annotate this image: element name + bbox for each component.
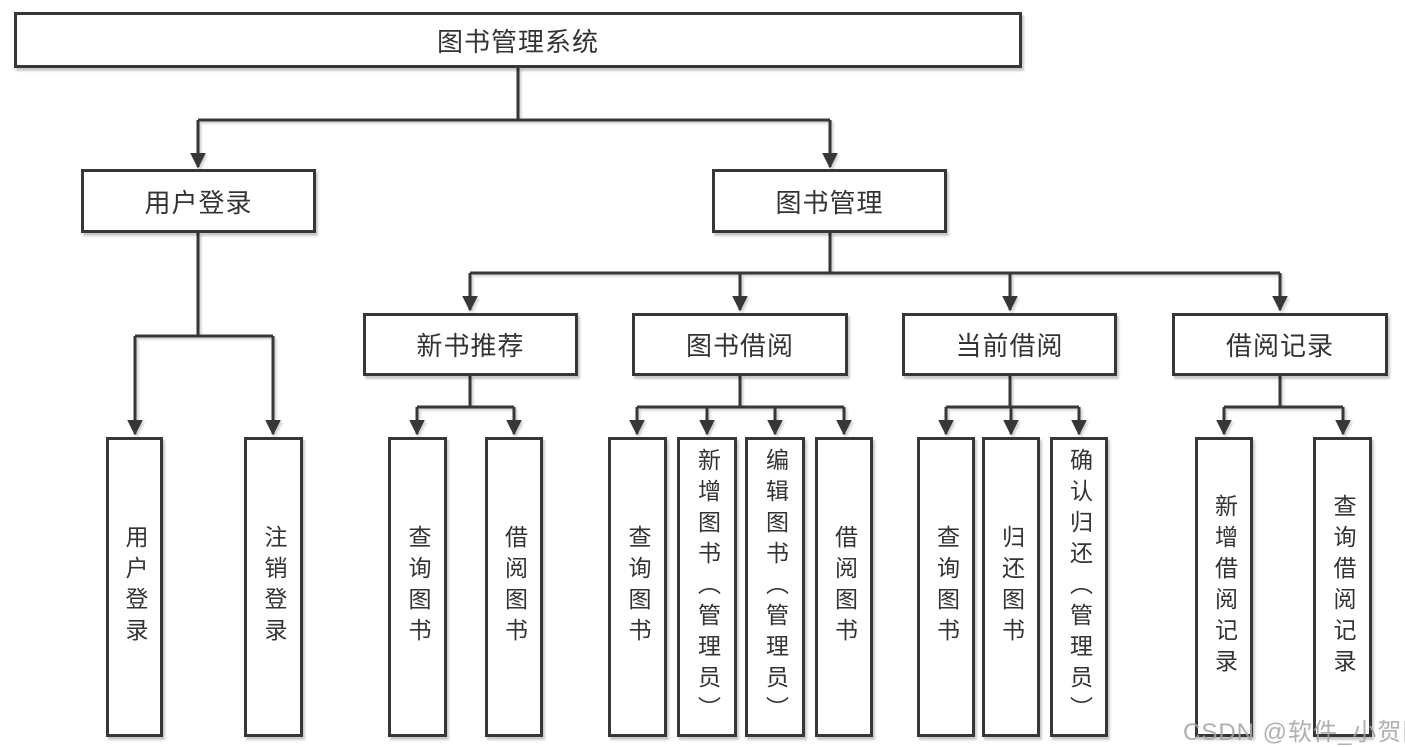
leaf-cb-confirm-return-admin-label: 确认归还（管理员） bbox=[1066, 447, 1093, 727]
node-book-management-label: 图书管理 bbox=[775, 187, 884, 218]
leaf-user-login: 用户登录 bbox=[106, 437, 163, 737]
node-user-login: 用户登录 bbox=[81, 169, 316, 233]
node-borrow-records: 借阅记录 bbox=[1172, 313, 1388, 376]
leaf-nbr-query-books-label: 查询图书 bbox=[405, 525, 431, 649]
leaf-nbr-borrow-books-label: 借阅图书 bbox=[501, 525, 528, 649]
node-current-borrow-label: 当前借阅 bbox=[955, 331, 1064, 361]
leaf-nbr-borrow-books: 借阅图书 bbox=[485, 437, 543, 737]
leaf-br-add-record-label: 新增借阅记录 bbox=[1211, 494, 1238, 680]
leaf-bb-borrow-books: 借阅图书 bbox=[815, 437, 873, 737]
leaf-br-query-record-label: 查询借阅记录 bbox=[1330, 494, 1356, 680]
leaf-cb-return-books: 归还图书 bbox=[982, 437, 1040, 737]
node-borrow-records-label: 借阅记录 bbox=[1225, 331, 1334, 361]
leaf-bb-add-book-admin-label: 新增图书（管理员） bbox=[694, 447, 721, 727]
leaf-bb-query-books: 查询图书 bbox=[608, 437, 667, 737]
node-book-borrow: 图书借阅 bbox=[632, 313, 848, 376]
leaf-cb-query-books: 查询图书 bbox=[917, 437, 975, 737]
node-new-book-recommend: 新书推荐 bbox=[363, 313, 578, 376]
leaf-logout-label: 注销登录 bbox=[261, 525, 287, 649]
leaf-bb-add-book-admin: 新增图书（管理员） bbox=[677, 437, 737, 737]
leaf-logout: 注销登录 bbox=[244, 437, 303, 737]
leaf-cb-confirm-return-admin: 确认归还（管理员） bbox=[1050, 437, 1108, 737]
node-root: 图书管理系统 bbox=[14, 12, 1022, 68]
leaf-cb-query-books-label: 查询图书 bbox=[933, 525, 960, 649]
leaf-bb-query-books-label: 查询图书 bbox=[625, 525, 651, 649]
leaf-bb-edit-book-admin-label: 编辑图书（管理员） bbox=[762, 447, 789, 727]
leaf-nbr-query-books: 查询图书 bbox=[388, 437, 447, 737]
leaf-bb-edit-book-admin: 编辑图书（管理员） bbox=[745, 437, 805, 737]
watermark: CSDN @软件_小贺同学 bbox=[1183, 719, 1405, 746]
leaf-cb-return-books-label: 归还图书 bbox=[998, 525, 1025, 649]
leaf-br-add-record: 新增借阅记录 bbox=[1195, 437, 1253, 737]
leaf-user-login-label: 用户登录 bbox=[122, 525, 148, 649]
leaf-bb-borrow-books-label: 借阅图书 bbox=[831, 525, 858, 649]
leaf-br-query-record: 查询借阅记录 bbox=[1313, 437, 1372, 737]
node-root-label: 图书管理系统 bbox=[436, 26, 599, 57]
node-user-login-label: 用户登录 bbox=[144, 187, 253, 218]
node-book-management: 图书管理 bbox=[712, 169, 947, 233]
node-book-borrow-label: 图书借阅 bbox=[685, 331, 794, 361]
node-current-borrow: 当前借阅 bbox=[902, 313, 1117, 376]
node-new-book-recommend-label: 新书推荐 bbox=[416, 331, 525, 361]
